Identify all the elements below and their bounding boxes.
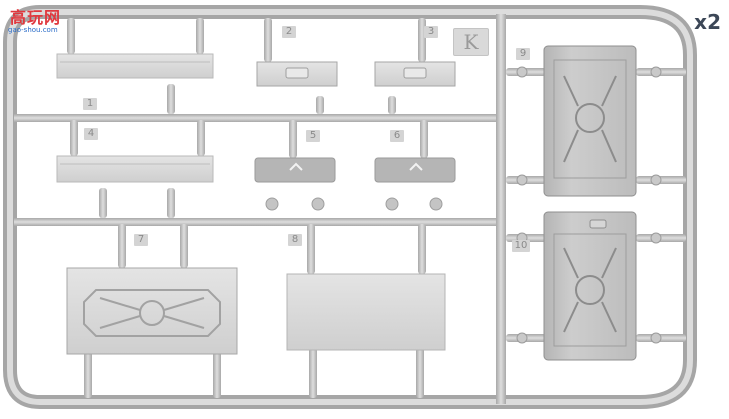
part-number-9: 9 xyxy=(516,48,530,60)
part-10-box xyxy=(543,211,637,361)
gate-knobs xyxy=(516,66,662,344)
part-2-bracket xyxy=(256,61,338,87)
gate-stubs xyxy=(67,18,428,398)
quantity-multiplier: x2 xyxy=(694,10,721,34)
watermark-title: 高玩网 xyxy=(10,8,62,27)
part-number-10: 10 xyxy=(512,240,530,252)
part-number-1: 1 xyxy=(83,98,97,110)
part-1-strip xyxy=(56,53,214,79)
part-number-6: 6 xyxy=(390,130,404,142)
part-number-8: 8 xyxy=(288,234,302,246)
part-8-plate xyxy=(286,273,446,351)
sprue-frame xyxy=(3,5,697,409)
sprue-letter-tag: K xyxy=(453,28,489,56)
part-number-7: 7 xyxy=(134,234,148,246)
part-7-panel xyxy=(66,267,238,355)
part-number-5: 5 xyxy=(306,130,320,142)
part-number-4: 4 xyxy=(84,128,98,140)
part-4-strip xyxy=(56,155,214,183)
watermark-url: gao-shou.com xyxy=(8,26,58,34)
part-6-cap xyxy=(374,157,456,211)
part-5-cap xyxy=(254,157,336,211)
sprue-rails xyxy=(14,14,506,404)
part-9-box xyxy=(543,45,637,197)
part-number-2: 2 xyxy=(282,26,296,38)
part-number-3: 3 xyxy=(424,26,438,38)
site-watermark: 高玩网 gao-shou.com xyxy=(4,4,70,38)
part-3-bracket xyxy=(374,61,456,87)
